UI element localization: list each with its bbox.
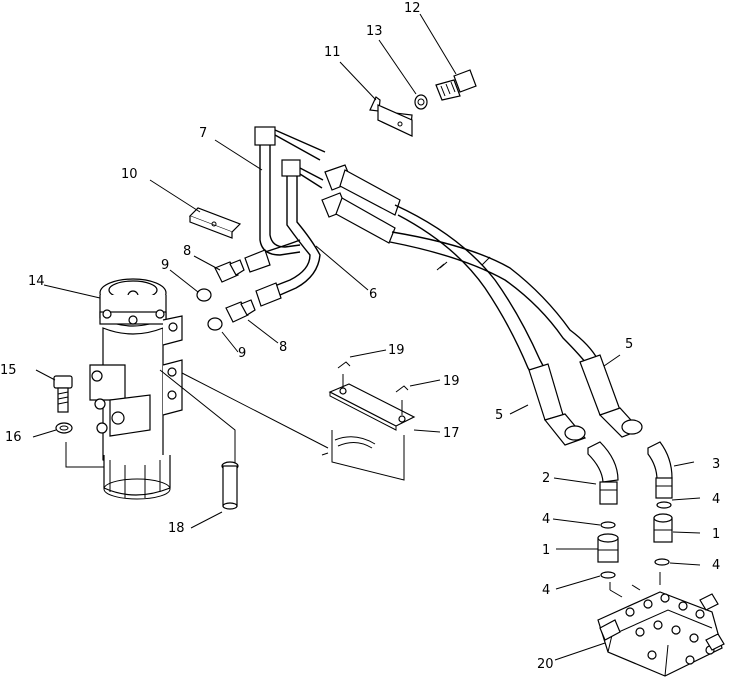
- callout-8b: 8: [279, 340, 287, 355]
- callout-13: 13: [366, 24, 383, 39]
- callout-1a: 1: [542, 543, 550, 558]
- callout-4d: 4: [712, 558, 720, 573]
- leader-lines: [32, 13, 701, 661]
- bracket-11: [369, 96, 413, 137]
- callout-10: 10: [121, 167, 138, 182]
- callout-11: 11: [324, 45, 341, 60]
- callout-20: 20: [537, 657, 554, 672]
- callout-19a: 19: [388, 343, 405, 358]
- o-ring-4b: [656, 501, 672, 509]
- elbow-3: [647, 441, 673, 499]
- tube-7: [244, 126, 326, 273]
- o-ring-4a: [600, 521, 616, 529]
- o-ring-4c: [600, 571, 616, 579]
- adapter-8b: [225, 299, 256, 323]
- hose-5a: [324, 164, 587, 446]
- hose-5b: [321, 192, 643, 438]
- o-ring-4d: [654, 558, 670, 566]
- callout-14: 14: [28, 274, 45, 289]
- callout-12: 12: [404, 1, 421, 16]
- callouts: 12 13 11 7 10 8 9 14 6 8 9 5 19 15 19 5 …: [0, 1, 720, 672]
- callout-15: 15: [0, 363, 17, 378]
- washer-13: [414, 94, 428, 110]
- elbow-2: [587, 441, 619, 505]
- callout-5b: 5: [625, 337, 633, 352]
- callout-4c: 4: [542, 583, 550, 598]
- callout-9a: 9: [161, 258, 169, 273]
- swivel-joint: [89, 278, 183, 500]
- callout-3: 3: [712, 457, 720, 472]
- callout-4a: 4: [542, 512, 550, 527]
- pin-18: [221, 461, 239, 510]
- callout-19b: 19: [443, 374, 460, 389]
- control-valve: [597, 591, 725, 677]
- plate-10: [188, 207, 242, 239]
- o-ring-9b: [207, 317, 223, 331]
- adapter-8a: [214, 259, 245, 283]
- callout-8a: 8: [183, 244, 191, 259]
- callout-6: 6: [369, 287, 377, 302]
- callout-1b: 1: [712, 527, 720, 542]
- adapter-1b: [653, 513, 673, 543]
- bolt-15: [53, 375, 73, 413]
- bolt-12: [435, 69, 477, 101]
- tube-6: [255, 159, 324, 307]
- callout-9b: 9: [238, 346, 246, 361]
- callout-18: 18: [168, 521, 185, 536]
- mounting-bar: [321, 383, 416, 456]
- callout-5a: 5: [495, 408, 503, 423]
- washer-16: [55, 422, 73, 434]
- callout-7: 7: [199, 126, 207, 141]
- callout-17: 17: [443, 426, 460, 441]
- callout-16: 16: [5, 430, 22, 445]
- adapter-1a: [597, 533, 619, 563]
- callout-2: 2: [542, 471, 550, 486]
- o-ring-9a: [196, 288, 212, 302]
- callout-4b: 4: [712, 492, 720, 507]
